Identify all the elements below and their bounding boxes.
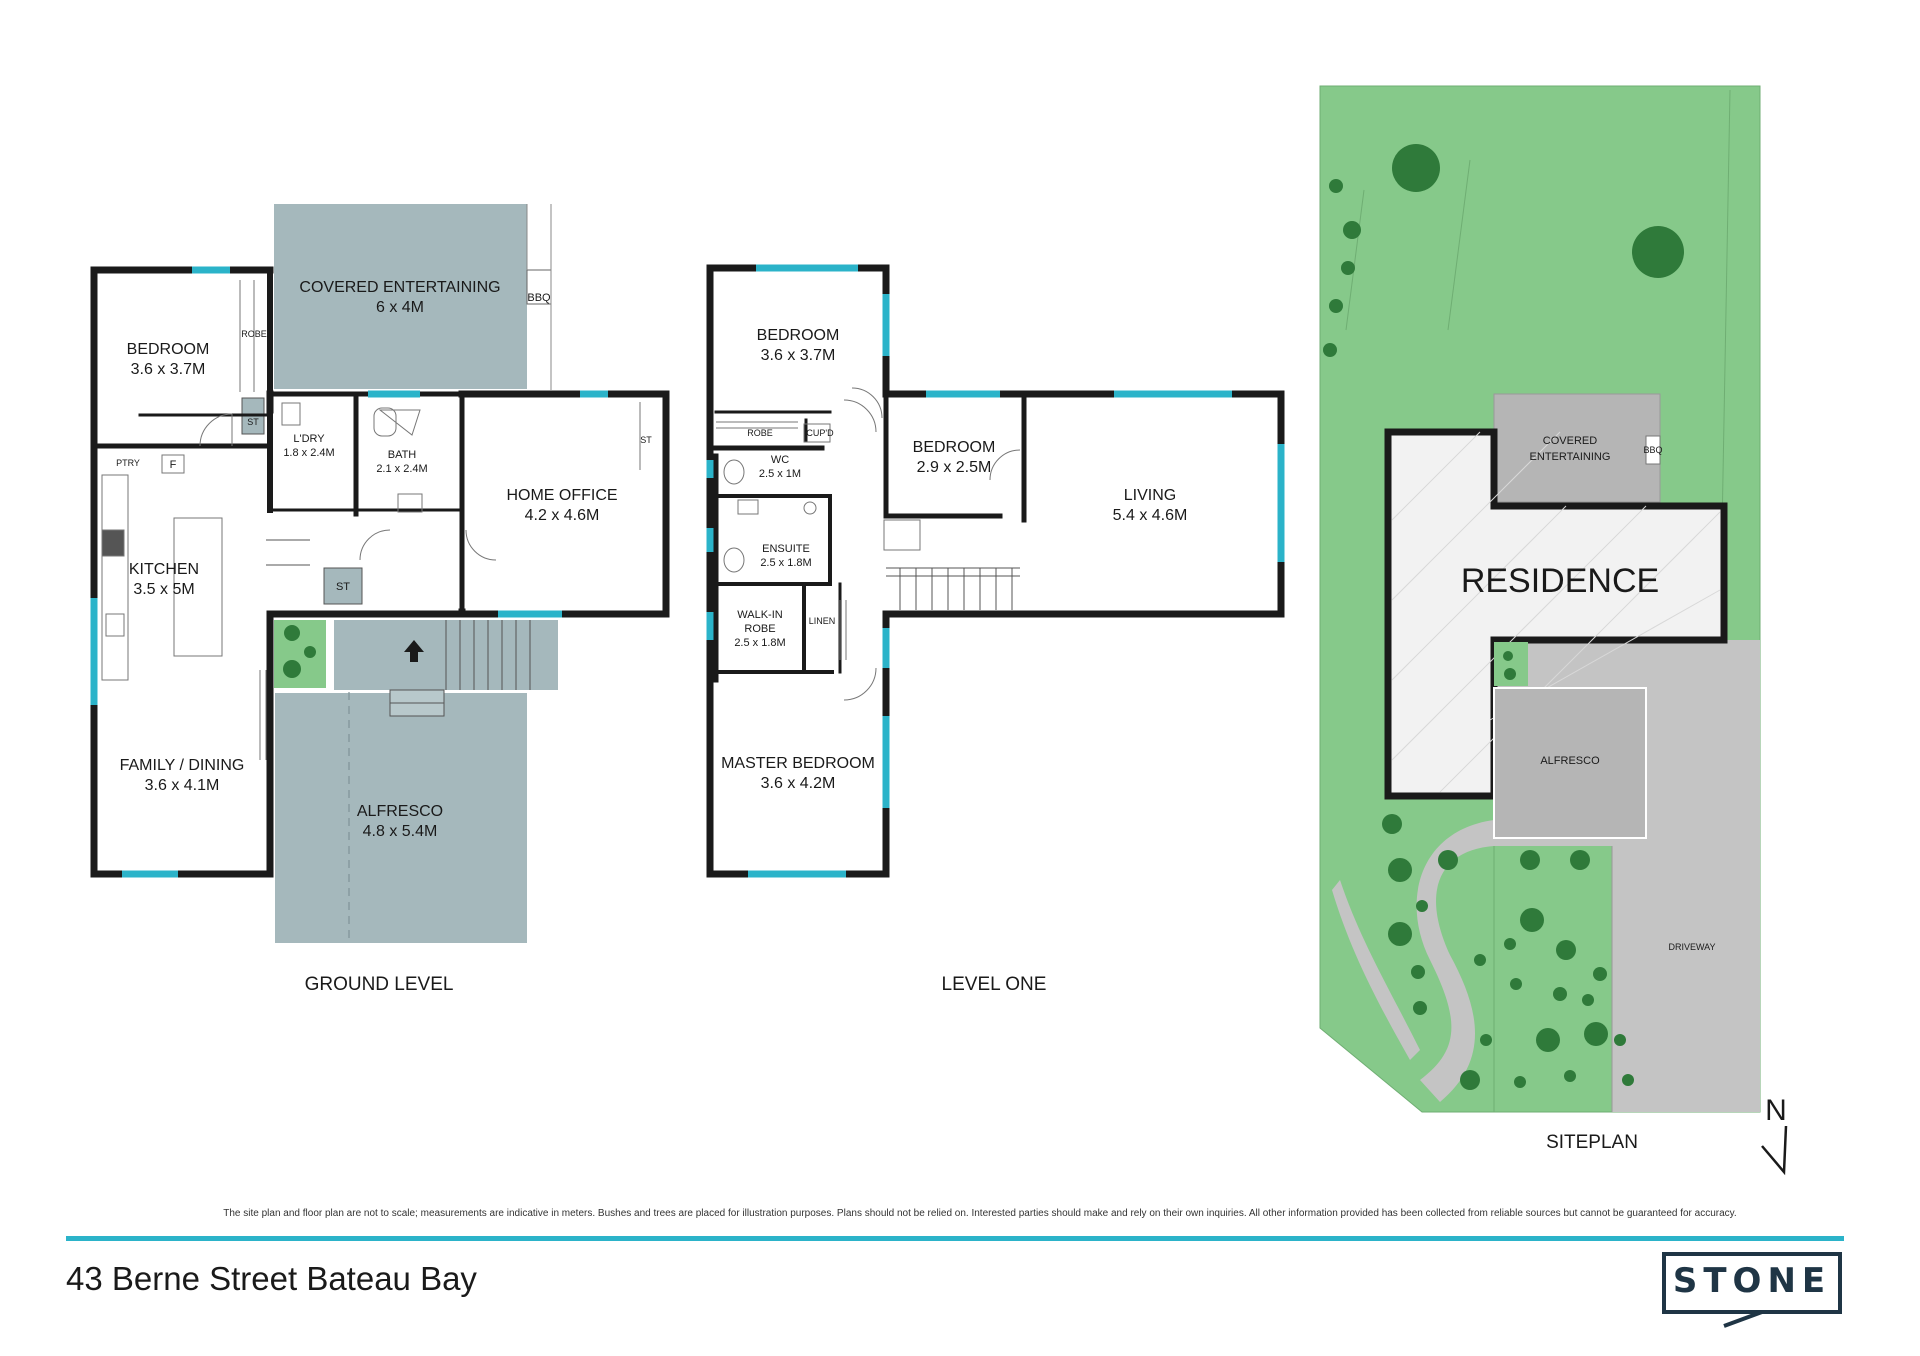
bath-size: 2.1 x 2.4M bbox=[376, 463, 427, 475]
alfresco-size: 4.8 x 5.4M bbox=[363, 823, 438, 840]
site-trees bbox=[1323, 144, 1684, 1090]
driveway-area bbox=[1612, 846, 1760, 1112]
storage-box bbox=[323, 567, 363, 605]
siteplan-title: SITEPLAN bbox=[1546, 1132, 1638, 1153]
stone-logo: STONE bbox=[1662, 1252, 1842, 1328]
ground-st-label-3: ST bbox=[336, 581, 350, 593]
level-one-windows bbox=[706, 264, 1285, 878]
covered-entertaining-area bbox=[274, 204, 527, 389]
ensuite-name: ENSUITE bbox=[762, 543, 810, 555]
living-name: LIVING bbox=[1124, 487, 1176, 504]
pantry-label: PTRY bbox=[116, 458, 140, 468]
home-office-size: 4.2 x 4.6M bbox=[525, 507, 600, 524]
residence-label: RESIDENCE bbox=[1461, 562, 1659, 600]
disclaimer-text: The site plan and floor plan are not to … bbox=[223, 1208, 1737, 1219]
logo-wordmark: STONE bbox=[1672, 1261, 1832, 1301]
ground-interior-details bbox=[101, 280, 641, 760]
alfresco-name: ALFRESCO bbox=[357, 803, 443, 820]
site-alfresco bbox=[1493, 687, 1647, 839]
bath-name: BATH bbox=[388, 449, 417, 461]
family-dining-name: FAMILY / DINING bbox=[120, 757, 245, 774]
l1-bedroom-1-size: 3.6 x 3.7M bbox=[761, 347, 836, 364]
residence-footprint bbox=[1384, 428, 1728, 800]
covered-entertaining-size: 6 x 4M bbox=[376, 299, 424, 316]
l1-robe-label: ROBE bbox=[747, 428, 773, 438]
ground-level-title: GROUND LEVEL bbox=[305, 974, 454, 995]
living-size: 5.4 x 4.6M bbox=[1113, 507, 1188, 524]
l1-bedroom-2-name: BEDROOM bbox=[913, 439, 996, 456]
site-covered-line-1: COVERED bbox=[1543, 435, 1597, 447]
master-bedroom-size: 3.6 x 4.2M bbox=[761, 775, 836, 792]
site-covered-line-2: ENTERTAINING bbox=[1530, 451, 1611, 463]
ground-bedroom-name: BEDROOM bbox=[127, 341, 210, 358]
walk-in-robe-size: 2.5 x 1.8M bbox=[734, 637, 785, 649]
walk-in-robe-name-1: WALK-IN bbox=[737, 609, 782, 621]
logo-roof-mark bbox=[1723, 1310, 1810, 1328]
ensuite-size: 2.5 x 1.8M bbox=[760, 557, 811, 569]
kitchen-name: KITCHEN bbox=[129, 561, 199, 578]
driveway-label: DRIVEWAY bbox=[1668, 942, 1715, 952]
ground-level-plan: BEDROOM 3.6 x 3.7M ROBE COVERED ENTERTAI… bbox=[90, 204, 670, 995]
site-covered-entertaining bbox=[1493, 393, 1661, 503]
wc-name: WC bbox=[771, 454, 789, 466]
footer-accent-rule bbox=[66, 1236, 1844, 1241]
covered-entertaining-name: COVERED ENTERTAINING bbox=[299, 279, 500, 296]
wc-size: 2.5 x 1M bbox=[759, 468, 801, 480]
site-alfresco-label: ALFRESCO bbox=[1540, 755, 1600, 767]
garden-planter bbox=[274, 620, 326, 688]
laundry-name: L'DRY bbox=[293, 433, 325, 445]
ground-st-label-1: ST bbox=[247, 417, 259, 427]
level-one-title: LEVEL ONE bbox=[942, 974, 1047, 995]
north-label: N bbox=[1765, 1094, 1787, 1127]
north-arrow-icon bbox=[1761, 1125, 1788, 1176]
ground-robe-label: ROBE bbox=[241, 329, 267, 339]
linen-label: LINEN bbox=[809, 616, 836, 626]
bbq-fixture bbox=[526, 269, 552, 305]
kitchen-size: 3.5 x 5M bbox=[133, 581, 194, 598]
walk-in-robe-name-2: ROBE bbox=[744, 623, 775, 635]
ground-windows bbox=[90, 266, 608, 878]
logo-frame bbox=[1662, 1252, 1842, 1314]
level-one-plan: BEDROOM 3.6 x 3.7M ROBE CUP'D WC 2.5 x 1… bbox=[706, 264, 1285, 995]
laundry-size: 1.8 x 2.4M bbox=[283, 447, 334, 459]
master-bedroom-name: MASTER BEDROOM bbox=[721, 755, 875, 772]
ground-walls bbox=[90, 266, 670, 878]
family-dining-size: 3.6 x 4.1M bbox=[145, 777, 220, 794]
ground-steps bbox=[389, 620, 531, 717]
ground-bedroom-size: 3.6 x 3.7M bbox=[131, 361, 206, 378]
l1-bedroom-1-name: BEDROOM bbox=[757, 327, 840, 344]
l1-bedroom-2-size: 2.9 x 2.5M bbox=[917, 459, 992, 476]
level-one-interior-details bbox=[716, 387, 1021, 701]
siteplan: COVERED ENTERTAINING BBQ RESIDENCE ALFRE… bbox=[1319, 85, 1788, 1176]
garden-path bbox=[1416, 820, 1494, 1102]
property-address: 43 Berne Street Bateau Bay bbox=[66, 1260, 477, 1297]
ground-st-label-2: ST bbox=[640, 435, 652, 445]
fridge-label: F bbox=[170, 459, 177, 471]
site-bbq-label: BBQ bbox=[1643, 445, 1662, 455]
home-office-name: HOME OFFICE bbox=[506, 487, 617, 504]
entry-arrow-icon bbox=[404, 640, 424, 662]
l1-cupd-label: CUP'D bbox=[806, 428, 834, 438]
ground-bbq-label: BBQ bbox=[527, 292, 551, 304]
